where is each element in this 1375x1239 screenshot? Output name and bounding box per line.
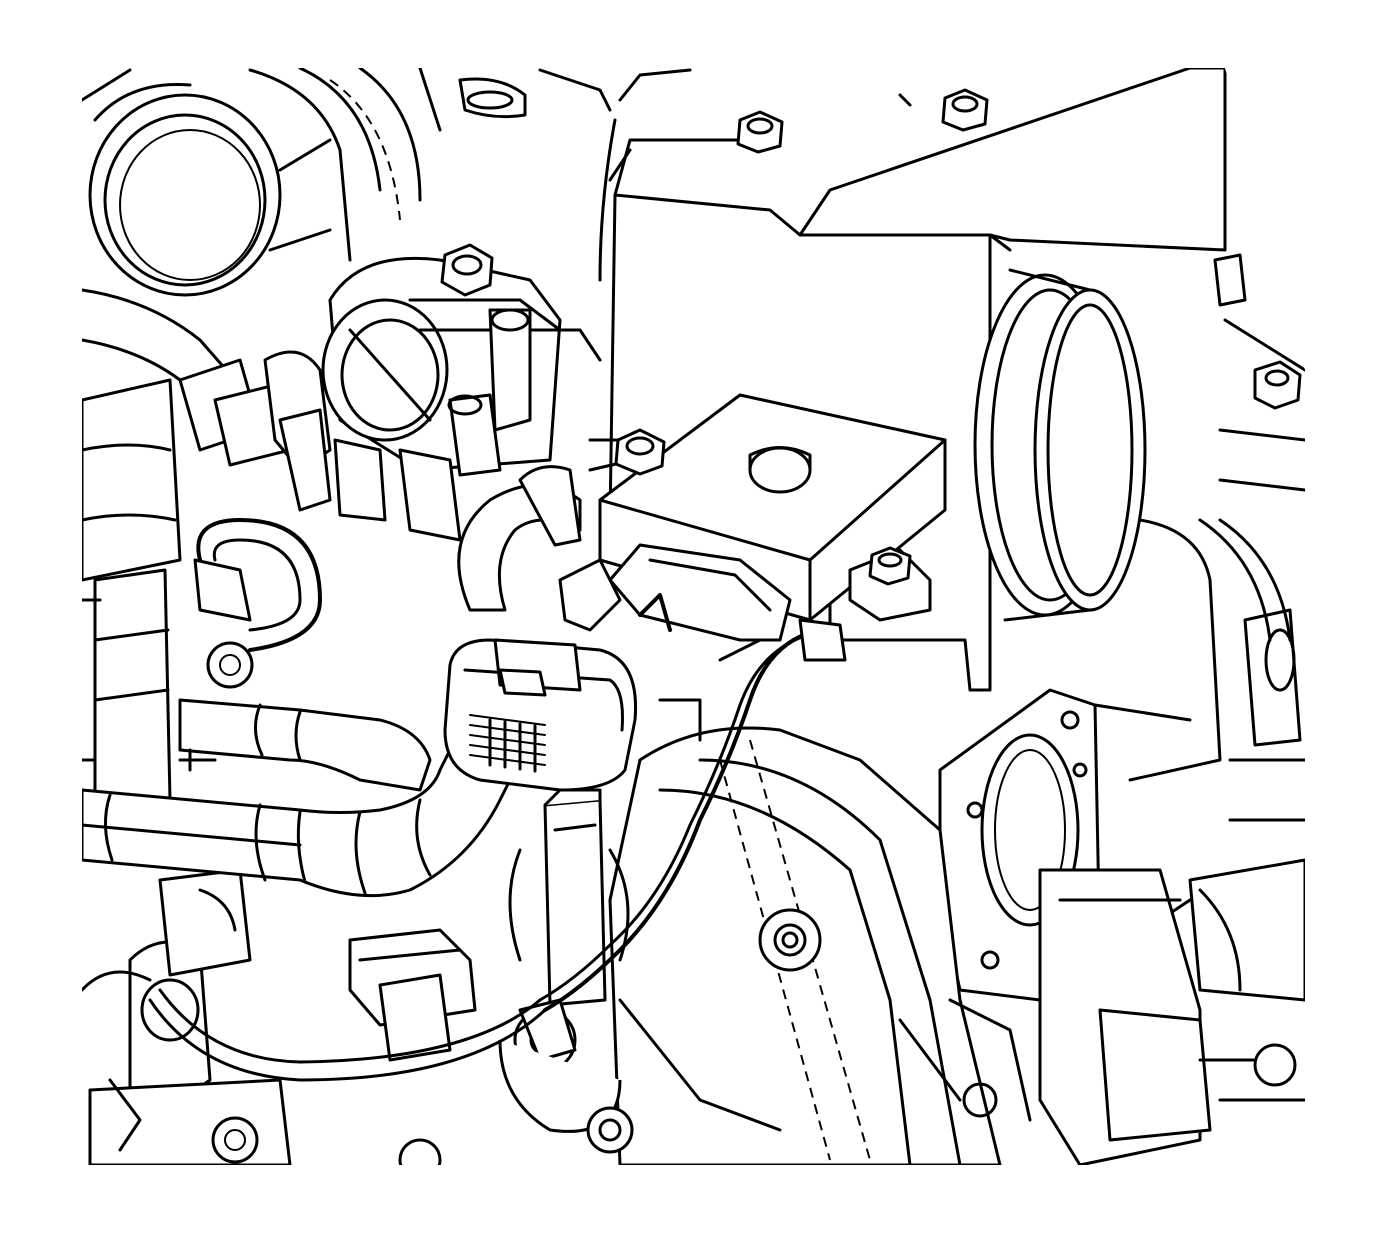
harness-connector [443, 638, 638, 792]
right-brackets [1128, 253, 1305, 782]
small-connectors [178, 308, 532, 542]
mounting-bolt [588, 428, 666, 476]
sensor-module [558, 393, 947, 642]
center-post [508, 788, 630, 1007]
ground-strap [148, 618, 847, 1082]
u-hose [457, 465, 582, 612]
upper-hoses [82, 68, 442, 442]
misc-details [178, 68, 912, 772]
throttle-ring [973, 268, 1147, 622]
intake-tube [82, 68, 332, 297]
wiring-harness [82, 698, 522, 898]
lower-left-fittings [82, 868, 292, 1165]
engine-block [608, 726, 1032, 1165]
hose-loop [193, 518, 322, 689]
lower-right [1038, 758, 1305, 1165]
left-pipes [82, 378, 182, 812]
lower-connector [348, 928, 634, 1165]
